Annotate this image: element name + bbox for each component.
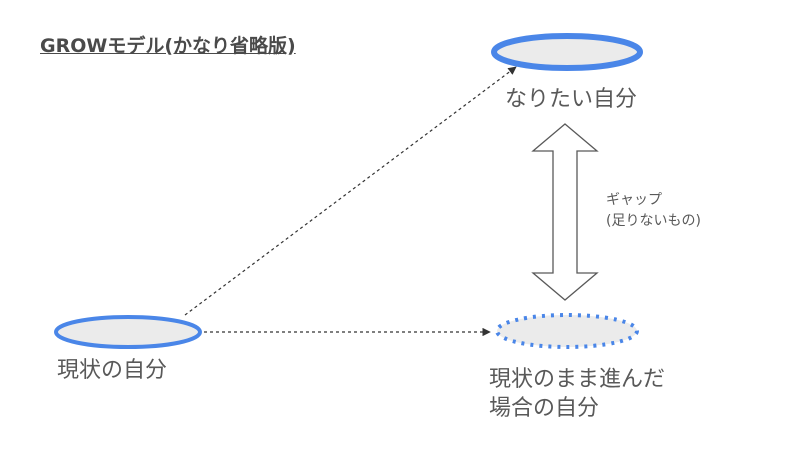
gap-label: ギャップ (足りないもの) <box>606 190 701 232</box>
future-self-label: 現状のまま進んだ 場合の自分 <box>489 366 665 423</box>
current-self-label: 現状の自分 <box>57 358 168 383</box>
page-title: GROWモデル(かなり省略版) <box>40 35 296 57</box>
arrow-current-to-ideal <box>184 66 517 316</box>
ideal-self-label: なりたい自分 <box>505 87 638 112</box>
future-self-ellipse <box>495 313 639 349</box>
gap-label-line1: ギャップ <box>606 192 662 208</box>
ideal-self-ellipse <box>491 33 643 71</box>
gap-label-line2: (足りないもの) <box>606 213 701 229</box>
future-self-label-line1: 現状のまま進んだ <box>489 367 666 392</box>
current-self-ellipse <box>54 315 202 349</box>
future-self-label-line2: 場合の自分 <box>489 395 600 421</box>
gap-double-arrow <box>531 123 599 301</box>
